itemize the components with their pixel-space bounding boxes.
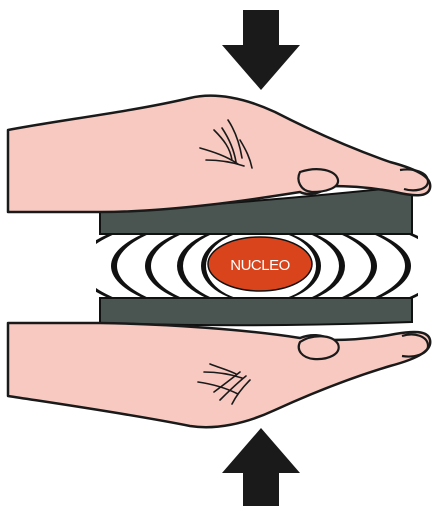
bottom-hand bbox=[8, 323, 430, 427]
top-thumb-nail bbox=[299, 169, 339, 192]
bottom-plate bbox=[100, 298, 412, 325]
down-arrow-icon bbox=[222, 10, 300, 90]
bottom-thumb-nail bbox=[299, 336, 339, 359]
bottom-hand-shape bbox=[8, 323, 430, 427]
nucleus-label: NUCLEO bbox=[230, 257, 290, 274]
nucleus: NUCLEO bbox=[208, 237, 312, 291]
up-arrow-icon bbox=[222, 428, 300, 506]
